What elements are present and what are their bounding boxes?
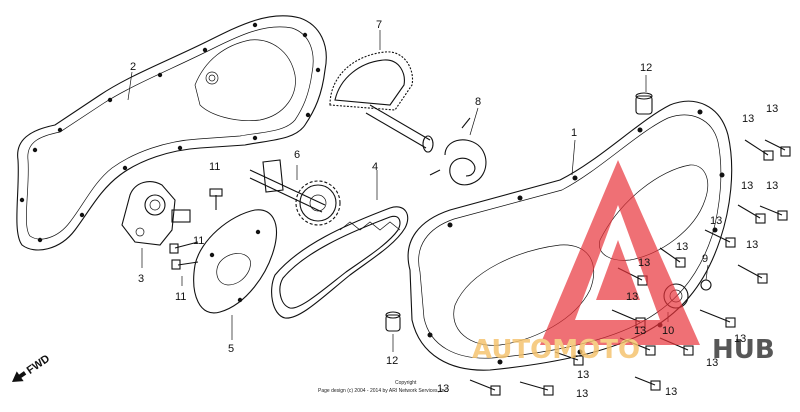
callout-13: 13 [576,388,588,400]
kick-gear-part-7 [329,30,434,153]
callout-3: 3 [138,273,144,285]
callout-13: 13 [626,291,638,303]
callout-13: 13 [706,357,718,369]
callout-12a: 12 [640,62,652,74]
callout-labels: 1 2 3 4 5 6 7 8 9 10 11 11 11 12 12 13 1… [130,19,778,400]
callout-13: 13 [437,383,449,395]
copyright-line2: Page design (c) 2004 - 2014 by ARI Netwo… [318,388,448,394]
callout-13: 13 [577,369,589,381]
callout-13: 13 [634,325,646,337]
watermark-brand-part2: HUB [712,335,775,365]
callout-9: 9 [702,253,708,265]
sprocket-shaft-part-6 [249,159,341,226]
callout-13: 13 [742,113,754,125]
callout-11a: 11 [209,161,220,173]
callout-13: 13 [665,386,677,398]
chain-part-4 [271,170,409,319]
copyright-line1: Copyright [395,380,417,386]
callout-1: 1 [571,127,577,139]
callout-12b: 12 [386,355,398,367]
fwd-indicator: FWD [12,353,52,382]
callout-2: 2 [130,61,136,73]
fwd-label: FWD [25,353,52,377]
callout-4: 4 [372,161,378,173]
callout-11c: 11 [175,291,186,303]
callout-13: 13 [710,215,722,227]
spring-part-8 [429,107,487,186]
callout-10: 10 [662,325,674,337]
plate-part-5 [193,209,277,340]
callout-7: 7 [376,19,382,31]
callout-8: 8 [475,96,481,108]
watermark-brand-part1: AUTOMOTO [472,335,640,365]
callout-11b: 11 [193,235,204,247]
watermark-triangle-logo [540,160,700,345]
bracket-part-3 [121,181,191,268]
callout-13: 13 [638,257,650,269]
watermark: AUTOMOTO HUB [472,160,775,365]
callout-6: 6 [294,149,300,161]
callout-13: 13 [741,180,753,192]
callout-5: 5 [228,343,234,355]
callout-13: 13 [766,103,778,115]
callout-13: 13 [766,180,778,192]
callout-13: 13 [676,241,688,253]
gasket-part-2 [16,15,327,251]
bolts-part-11 [169,188,223,286]
collar-part-12 [385,75,653,352]
callout-13: 13 [734,333,746,345]
callout-13: 13 [746,239,758,251]
